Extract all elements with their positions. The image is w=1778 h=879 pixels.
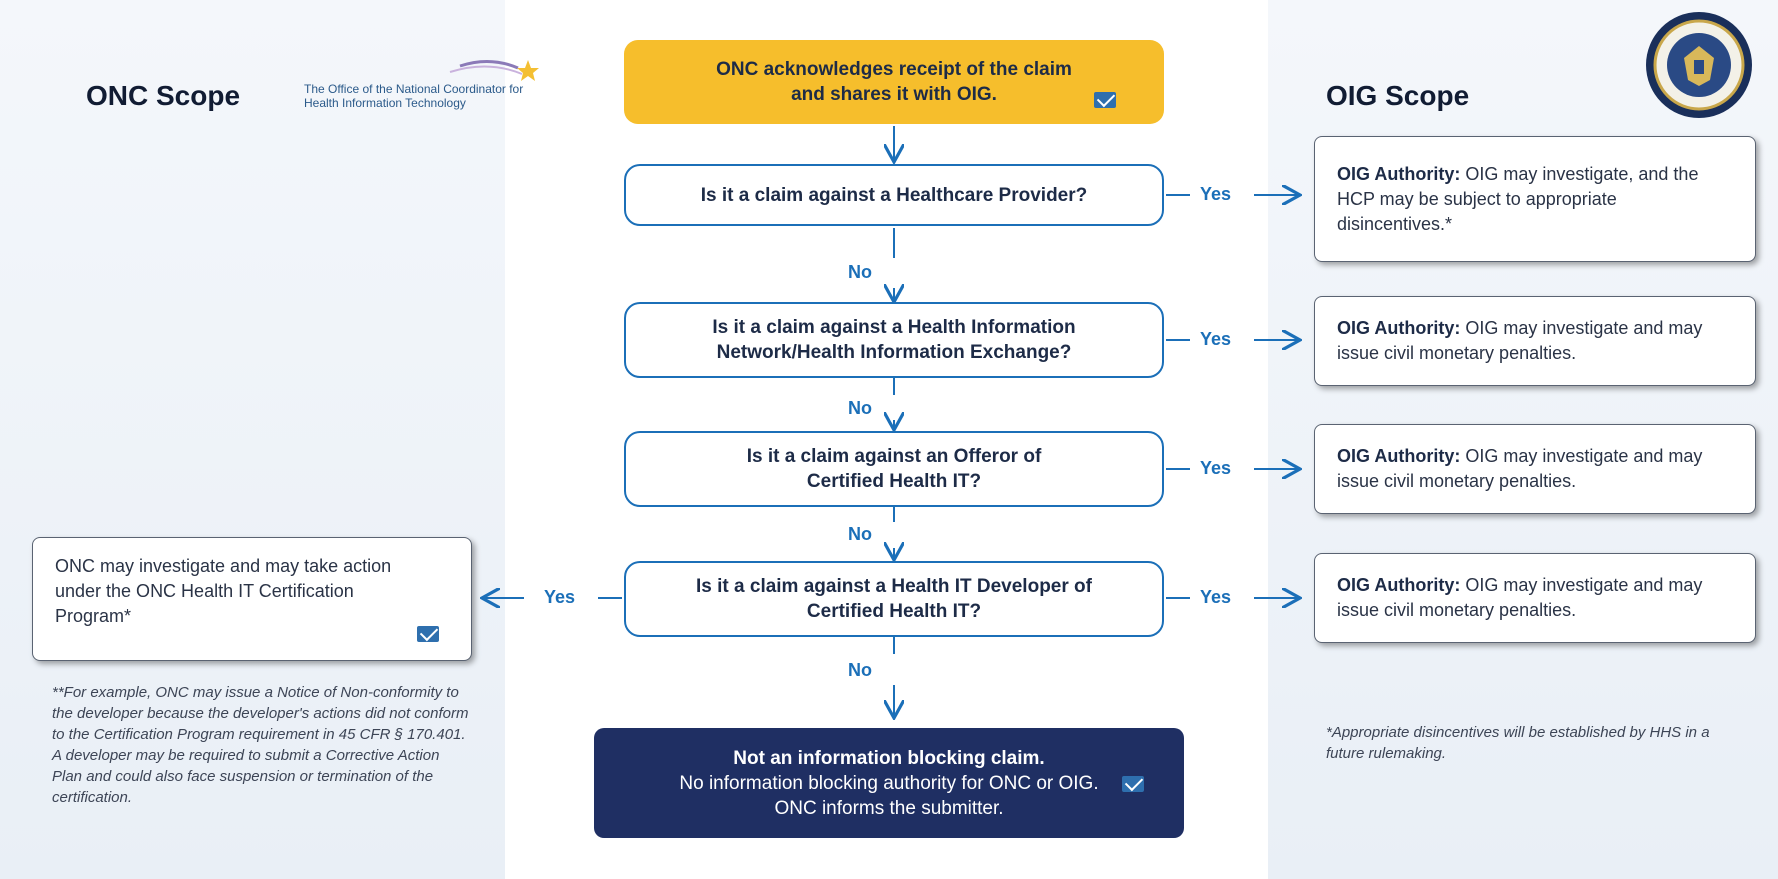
onc-footnote: **For example, ONC may issue a Notice of… (52, 684, 469, 806)
onc-logo: The Office of the National Coordinator f… (300, 52, 540, 122)
mail-icon (1094, 92, 1116, 108)
hhs-oig-seal-icon (1646, 12, 1752, 118)
oig-authority-label: OIG Authority: (1337, 575, 1461, 595)
oig-outcome-box: OIG Authority: OIG may investigate and m… (1314, 553, 1756, 643)
end-text: No information blocking authority for ON… (679, 772, 1099, 819)
oig-outcome-text: OIG Authority: OIG may investigate, and … (1337, 162, 1733, 237)
end-title: Not an information blocking claim. (733, 747, 1045, 769)
oig-outcome-detail: OIG may investigate and may issue civil … (1337, 446, 1703, 491)
oig-outcome-text: OIG Authority: OIG may investigate and m… (1337, 573, 1733, 623)
no-label: No (848, 660, 872, 680)
onc-scope-title: ONC Scope (86, 80, 241, 111)
oig-outcome-text: OIG Authority: OIG may investigate and m… (1337, 316, 1733, 366)
start-box: ONC acknowledges receipt of the claim an… (624, 40, 1164, 124)
no-label: No (848, 524, 872, 544)
no-label: No (848, 262, 872, 282)
question-healthcare-provider: Is it a claim against a Healthcare Provi… (624, 164, 1164, 226)
oig-outcome-box: OIG Authority: OIG may investigate and m… (1314, 296, 1756, 386)
oig-outcome-detail: OIG may investigate, and the HCP may be … (1337, 163, 1699, 234)
mail-icon (1122, 776, 1144, 792)
yes-label: Yes (1200, 329, 1232, 349)
question-developer: Is it a claim against a Health IT Develo… (624, 561, 1164, 637)
yes-label: Yes (1200, 587, 1232, 607)
question-hin-hie: Is it a claim against a Health Informati… (624, 302, 1164, 378)
onc-logo-text: The Office of the National Coordinator f… (304, 82, 524, 110)
question-text: Is it a claim against an Offeror of Cert… (746, 446, 1042, 492)
oig-authority-label: OIG Authority: (1337, 318, 1461, 338)
oig-scope-title: OIG Scope (1326, 80, 1470, 111)
oig-outcome-detail: OIG may investigate and may issue civil … (1337, 575, 1703, 620)
question-text: Is it a claim against a Health IT Develo… (696, 576, 1092, 622)
oig-outcome-box: OIG Authority: OIG may investigate, and … (1314, 136, 1756, 262)
no-label: No (848, 398, 872, 418)
oig-footnote: *Appropriate disincentives will be estab… (1326, 724, 1710, 762)
question-text: Is it a claim against a Health Informati… (712, 317, 1076, 363)
end-text-block: Not an information blocking claim. No in… (679, 746, 1099, 821)
yes-label: Yes (1200, 184, 1232, 204)
end-box: Not an information blocking claim. No in… (594, 728, 1184, 838)
yes-label: Yes (1200, 458, 1232, 478)
oig-authority-label: OIG Authority: (1337, 446, 1461, 466)
oig-authority-label: OIG Authority: (1337, 163, 1461, 184)
question-text: Is it a claim against a Healthcare Provi… (700, 184, 1088, 206)
onc-logo-swoosh-icon (449, 60, 539, 81)
oig-outcome-text: OIG Authority: OIG may investigate and m… (1337, 444, 1733, 494)
oig-outcome-detail: OIG may investigate and may issue civil … (1337, 318, 1703, 363)
start-text: ONC acknowledges receipt of the claim an… (716, 59, 1072, 105)
onc-scope-panel (0, 0, 505, 879)
yes-label-left: Yes (544, 587, 576, 607)
mail-icon (417, 626, 439, 642)
question-offeror: Is it a claim against an Offeror of Cert… (624, 431, 1164, 507)
onc-action-text: ONC may investigate and may take action … (55, 556, 392, 626)
oig-outcome-box: OIG Authority: OIG may investigate and m… (1314, 424, 1756, 514)
onc-action-box: ONC may investigate and may take action … (32, 537, 472, 661)
